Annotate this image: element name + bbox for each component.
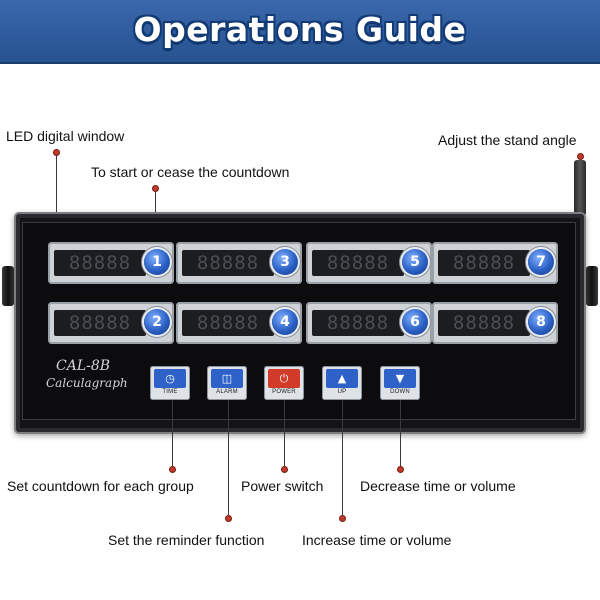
callout-led-window: LED digital window xyxy=(6,128,125,144)
led-digits: 88888 xyxy=(438,250,530,276)
timer-display-7: 88888 7 xyxy=(432,242,558,284)
power-key[interactable]: ⏻ POWER xyxy=(264,366,304,400)
brand-label: Calculagraph xyxy=(46,376,128,390)
timer-display-5: 88888 5 xyxy=(306,242,432,284)
timer-display-6: 88888 6 xyxy=(306,302,432,344)
callout-decrease: Decrease time or volume xyxy=(360,478,516,494)
timer-button-4[interactable]: 4 xyxy=(272,309,298,335)
timer-button-1[interactable]: 1 xyxy=(144,249,170,275)
leader-dot-stand xyxy=(577,153,584,160)
callout-power-switch: Power switch xyxy=(241,478,324,494)
time-key[interactable]: ◷ TIME xyxy=(150,366,190,400)
triangle-down-icon: ▼ xyxy=(384,369,416,388)
side-knob-right xyxy=(586,266,598,306)
timer-button-2[interactable]: 2 xyxy=(144,309,170,335)
led-digits: 88888 xyxy=(182,250,274,276)
callout-set-countdown: Set countdown for each group xyxy=(7,478,194,494)
down-key[interactable]: ▼ DOWN xyxy=(380,366,420,400)
led-digits: 88888 xyxy=(312,310,404,336)
leader-dot-power xyxy=(281,466,288,473)
stand-adjuster[interactable] xyxy=(574,160,586,216)
key-label: UP xyxy=(337,389,347,395)
side-knob-left xyxy=(2,266,14,306)
alarm-icon: ◫ xyxy=(211,369,243,388)
key-label: ALARM xyxy=(216,389,238,395)
leader-line-decrease xyxy=(400,400,401,470)
callout-increase: Increase time or volume xyxy=(302,532,452,548)
timer-button-7[interactable]: 7 xyxy=(528,249,554,275)
leader-dot-start xyxy=(152,185,159,192)
timer-button-5[interactable]: 5 xyxy=(402,249,428,275)
timer-button-8[interactable]: 8 xyxy=(528,309,554,335)
led-digits: 88888 xyxy=(312,250,404,276)
timer-display-2: 88888 2 xyxy=(48,302,174,344)
title-banner: Operations Guide xyxy=(0,0,600,64)
page-title: Operations Guide xyxy=(133,10,467,49)
key-label: TIME xyxy=(162,389,178,395)
led-digits: 88888 xyxy=(438,310,530,336)
leader-dot-led xyxy=(53,149,60,156)
timer-display-8: 88888 8 xyxy=(432,302,558,344)
timer-display-4: 88888 4 xyxy=(176,302,302,344)
callout-start-stop: To start or cease the countdown xyxy=(91,164,290,180)
leader-line-set-countdown xyxy=(172,400,173,470)
led-digits: 88888 xyxy=(182,310,274,336)
timer-button-6[interactable]: 6 xyxy=(402,309,428,335)
callout-reminder: Set the reminder function xyxy=(108,532,265,548)
clock-icon: ◷ xyxy=(154,369,186,388)
leader-dot-decrease xyxy=(397,466,404,473)
timer-display-1: 88888 1 xyxy=(48,242,174,284)
callout-stand-angle: Adjust the stand angle xyxy=(438,132,577,148)
triangle-up-icon: ▲ xyxy=(326,369,358,388)
up-key[interactable]: ▲ UP xyxy=(322,366,362,400)
power-icon: ⏻ xyxy=(268,369,300,388)
timer-button-3[interactable]: 3 xyxy=(272,249,298,275)
leader-dot-reminder xyxy=(225,515,232,522)
leader-line-power xyxy=(284,400,285,470)
led-digits: 88888 xyxy=(54,310,146,336)
leader-dot-set-countdown xyxy=(169,466,176,473)
alarm-key[interactable]: ◫ ALARM xyxy=(207,366,247,400)
led-digits: 88888 xyxy=(54,250,146,276)
key-label: DOWN xyxy=(390,389,410,395)
key-label: POWER xyxy=(272,389,296,395)
leader-dot-increase xyxy=(339,515,346,522)
leader-line-reminder xyxy=(228,400,229,518)
leader-line-increase xyxy=(342,400,343,518)
leader-line-led xyxy=(56,152,57,248)
model-label: CAL-8B xyxy=(56,358,111,374)
timer-display-3: 88888 3 xyxy=(176,242,302,284)
